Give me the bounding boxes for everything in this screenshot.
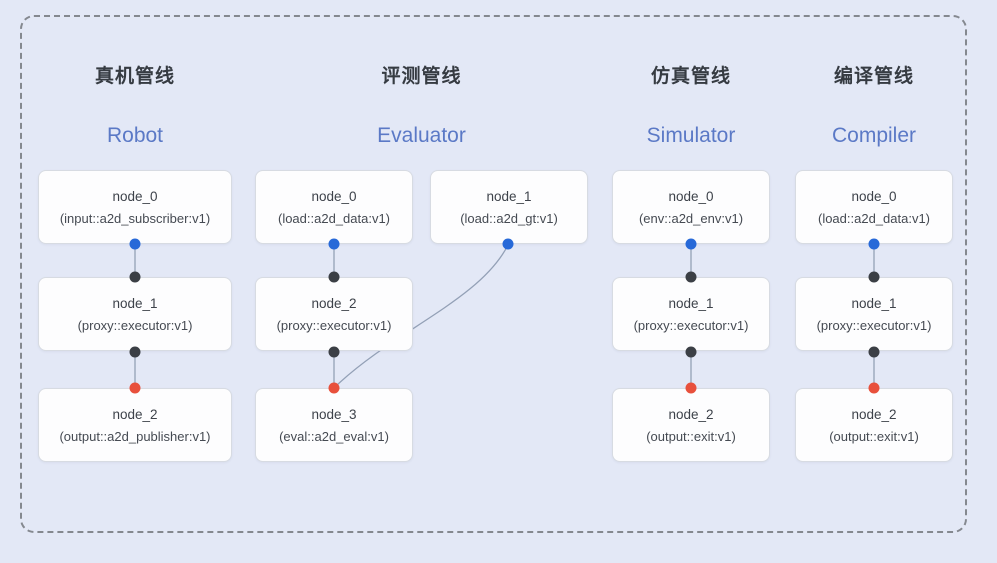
port-out-icon (328, 238, 340, 250)
port-out-icon (129, 238, 141, 250)
node-title: node_3 (311, 407, 357, 422)
node-title: node_2 (668, 407, 714, 422)
edge-evaluator-n1-n3 (335, 244, 509, 387)
port-out-icon (129, 346, 141, 358)
node-box-simulator-2: node_2 (output::exit:v1) (612, 388, 770, 462)
node-type: (proxy::executor:v1) (633, 318, 749, 333)
pipeline-title-zh: 真机管线 (94, 66, 175, 87)
node-title: node_0 (311, 189, 357, 204)
node-type: (input::a2d_subscriber:v1) (59, 211, 211, 226)
pipeline-title-en-robot: Robot (106, 124, 164, 147)
port-in-icon (129, 271, 141, 283)
node-type: (load::a2d_data:v1) (817, 211, 931, 226)
node-box-simulator-0: node_0 (env::a2d_env:v1) (612, 170, 770, 244)
node-title: node_1 (486, 189, 532, 204)
port-out-icon (868, 238, 880, 250)
node-title: node_1 (112, 296, 158, 311)
node-title: node_0 (668, 189, 714, 204)
port-out-icon (328, 346, 340, 358)
node-box-evaluator-1: node_1 (load::a2d_gt:v1) (430, 170, 588, 244)
node-type: (proxy::executor:v1) (816, 318, 932, 333)
node-type: (env::a2d_env:v1) (638, 211, 744, 226)
port-out-icon (502, 238, 514, 250)
node-box-compiler-2: node_2 (output::exit:v1) (795, 388, 953, 462)
node-type: (proxy::executor:v1) (276, 318, 392, 333)
pipeline-title-en-compiler: Compiler (831, 124, 917, 147)
node-type: (output::a2d_publisher:v1) (59, 429, 211, 444)
port-in-icon (868, 382, 880, 394)
port-in-icon (328, 271, 340, 283)
node-box-robot-0: node_0 (input::a2d_subscriber:v1) (38, 170, 232, 244)
node-type: (eval::a2d_eval:v1) (279, 429, 389, 444)
port-in-icon (685, 271, 697, 283)
pipeline-title-zh: 编译管线 (833, 66, 914, 87)
node-title: node_1 (668, 296, 714, 311)
node-box-compiler-0: node_0 (load::a2d_data:v1) (795, 170, 953, 244)
node-type: (load::a2d_gt:v1) (460, 211, 558, 226)
port-in-icon (328, 382, 340, 394)
header-simulator: 仿真管线 (612, 64, 770, 90)
node-title: node_2 (311, 296, 357, 311)
node-box-evaluator-3: node_3 (eval::a2d_eval:v1) (255, 388, 413, 462)
node-type: (output::exit:v1) (829, 429, 919, 444)
pipeline-title-en-simulator: Simulator (646, 124, 736, 147)
node-type: (output::exit:v1) (646, 429, 736, 444)
node-box-robot-1: node_1 (proxy::executor:v1) (38, 277, 232, 351)
node-title: node_0 (112, 189, 158, 204)
node-title: node_2 (851, 407, 897, 422)
node-title: node_0 (851, 189, 897, 204)
node-box-simulator-1: node_1 (proxy::executor:v1) (612, 277, 770, 351)
pipeline-title-en-evaluator: Evaluator (377, 124, 466, 147)
node-title: node_1 (851, 296, 897, 311)
pipeline-title-zh: 评测管线 (381, 66, 462, 87)
port-out-icon (685, 238, 697, 250)
header-compiler: 编译管线 (795, 64, 953, 90)
port-in-icon (129, 382, 141, 394)
node-type: (proxy::executor:v1) (77, 318, 193, 333)
node-box-evaluator-2: node_2 (proxy::executor:v1) (255, 277, 413, 351)
port-in-icon (868, 271, 880, 283)
node-box-robot-2: node_2 (output::a2d_publisher:v1) (38, 388, 232, 462)
port-in-icon (685, 382, 697, 394)
port-out-icon (868, 346, 880, 358)
header-robot: 真机管线 (38, 64, 232, 90)
dashed-frame (20, 15, 967, 533)
port-out-icon (685, 346, 697, 358)
node-type: (load::a2d_data:v1) (277, 211, 391, 226)
header-evaluator: 评测管线 (255, 64, 588, 90)
pipeline-title-zh: 仿真管线 (650, 66, 731, 87)
node-title: node_2 (112, 407, 158, 422)
